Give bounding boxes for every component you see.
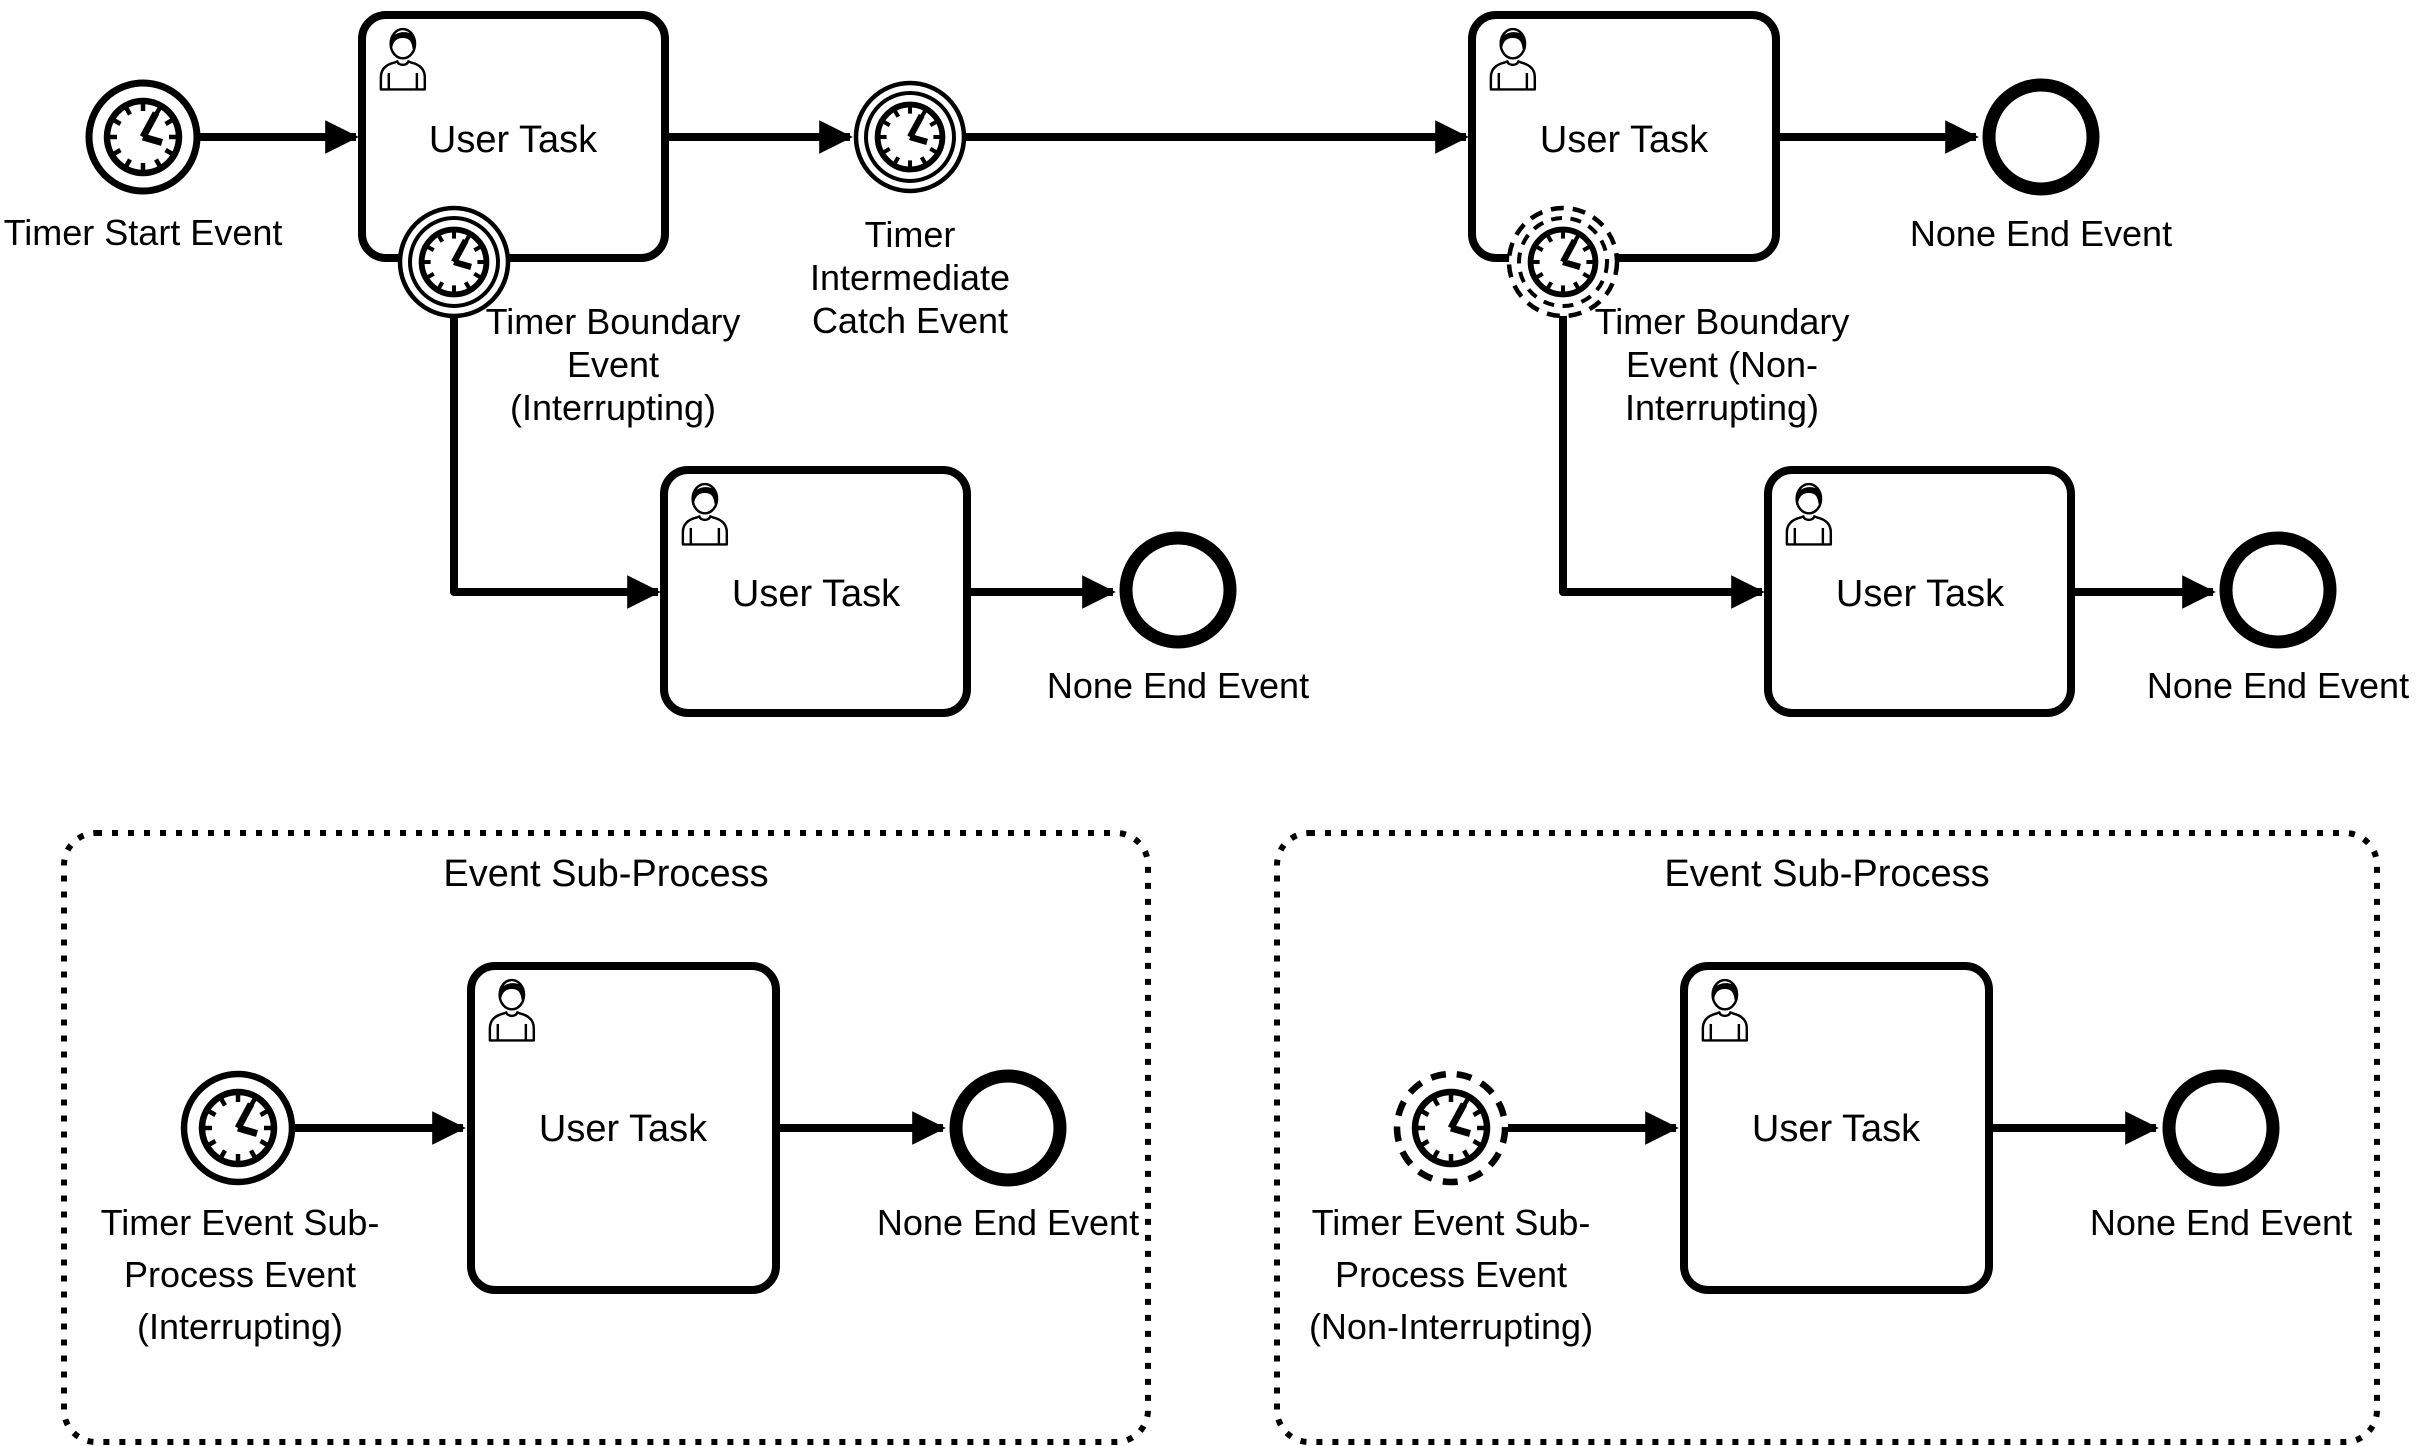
user-task-label: User Task — [1836, 573, 2005, 615]
timer-intermediate-catch-event[interactable] — [853, 80, 967, 194]
timer-boundary-event-interrupting[interactable] — [397, 205, 511, 319]
label-line: Timer Boundary — [1595, 301, 1850, 342]
none-end-event-label: None End Event — [1047, 665, 1309, 706]
timer-sub-process-interrupting-label: Timer Event Sub- Process Event (Interrup… — [101, 1202, 380, 1347]
label-line: Event — [567, 344, 659, 385]
none-end-event-2[interactable] — [1119, 531, 1237, 649]
clock-icon — [107, 101, 179, 173]
task-rect[interactable] — [1680, 962, 1993, 1294]
user-task-5[interactable]: User Task — [467, 962, 780, 1294]
clock-icon — [422, 230, 487, 295]
event-sub-process-non-interrupting[interactable]: Event Sub-Process Timer Event Sub- Proce… — [1274, 830, 2380, 1445]
none-end-event-label: None End Event — [2147, 665, 2409, 706]
task-rect[interactable] — [1468, 11, 1780, 262]
user-task-2[interactable]: User Task — [1468, 11, 1780, 262]
timer-sub-process-start-interrupting[interactable] — [180, 1070, 296, 1186]
none-end-event-1[interactable] — [1982, 78, 2100, 196]
user-task-1[interactable]: User Task — [358, 11, 669, 262]
timer-sub-process-start-non-interrupting[interactable] — [1393, 1070, 1509, 1186]
label-line: Timer — [865, 214, 956, 255]
user-task-6[interactable]: User Task — [1680, 962, 1993, 1294]
label-line: Interrupting) — [1625, 387, 1819, 428]
user-task-label: User Task — [1752, 1108, 1921, 1150]
event-sub-process-interrupting[interactable]: Event Sub-Process Timer Event Sub- Proce… — [61, 830, 1151, 1445]
task-rect[interactable] — [467, 962, 780, 1294]
task-rect[interactable] — [1764, 466, 2075, 717]
user-task-label: User Task — [429, 119, 598, 161]
timer-boundary-event-non-interrupting[interactable] — [1506, 205, 1620, 319]
user-task-label: User Task — [732, 573, 901, 615]
label-line: (Interrupting) — [137, 1306, 343, 1347]
task-rect[interactable] — [660, 466, 971, 717]
label-line: Event (Non- — [1626, 344, 1818, 385]
label-line: Process Event — [1335, 1254, 1567, 1295]
clock-icon — [202, 1092, 274, 1164]
end-event-circle[interactable] — [1982, 78, 2100, 196]
none-end-event-label: None End Event — [877, 1202, 1139, 1243]
timer-start-event-label: Timer Start Event — [4, 212, 283, 253]
timer-boundary-interrupting-label: Timer Boundary Event (Interrupting) — [486, 301, 741, 428]
flow-boundary-interrupting-to-task3[interactable] — [450, 310, 661, 609]
timer-start-event[interactable] — [85, 79, 201, 195]
timer-sub-process-non-interrupting-label: Timer Event Sub- Process Event (Non-Inte… — [1309, 1202, 1593, 1347]
none-end-event-5[interactable] — [2162, 1069, 2280, 1187]
clock-icon — [1415, 1092, 1487, 1164]
clock-icon — [878, 105, 943, 170]
end-event-circle[interactable] — [2162, 1069, 2280, 1187]
user-task-3[interactable]: User Task — [660, 466, 971, 717]
user-task-4[interactable]: User Task — [1764, 466, 2075, 717]
end-event-circle[interactable] — [2219, 531, 2337, 649]
timer-intermediate-catch-label: Timer Intermediate Catch Event — [810, 214, 1010, 341]
clock-icon — [1531, 230, 1596, 295]
none-end-event-label: None End Event — [2090, 1202, 2352, 1243]
end-event-circle[interactable] — [1119, 531, 1237, 649]
user-task-label: User Task — [1540, 119, 1709, 161]
event-sub-process-title: Event Sub-Process — [443, 853, 768, 895]
task-rect[interactable] — [358, 11, 669, 262]
none-end-event-label: None End Event — [1910, 213, 2172, 254]
flow-boundary-non-interrupting-to-task4[interactable] — [1559, 310, 1765, 609]
label-line: Catch Event — [812, 300, 1008, 341]
none-end-event-4[interactable] — [949, 1069, 1067, 1187]
label-line: (Interrupting) — [510, 387, 716, 428]
end-event-circle[interactable] — [949, 1069, 1067, 1187]
sequence-flows — [200, 120, 2216, 609]
event-sub-process-title: Event Sub-Process — [1664, 853, 1989, 895]
label-line: Intermediate — [810, 257, 1010, 298]
label-line: (Non-Interrupting) — [1309, 1306, 1593, 1347]
user-task-label: User Task — [539, 1108, 708, 1150]
timer-boundary-non-interrupting-label: Timer Boundary Event (Non- Interrupting) — [1595, 301, 1850, 428]
label-line: Timer Event Sub- — [1312, 1202, 1591, 1243]
label-line: Timer Boundary — [486, 301, 741, 342]
label-line: Process Event — [124, 1254, 356, 1295]
label-line: Timer Event Sub- — [101, 1202, 380, 1243]
none-end-event-3[interactable] — [2219, 531, 2337, 649]
